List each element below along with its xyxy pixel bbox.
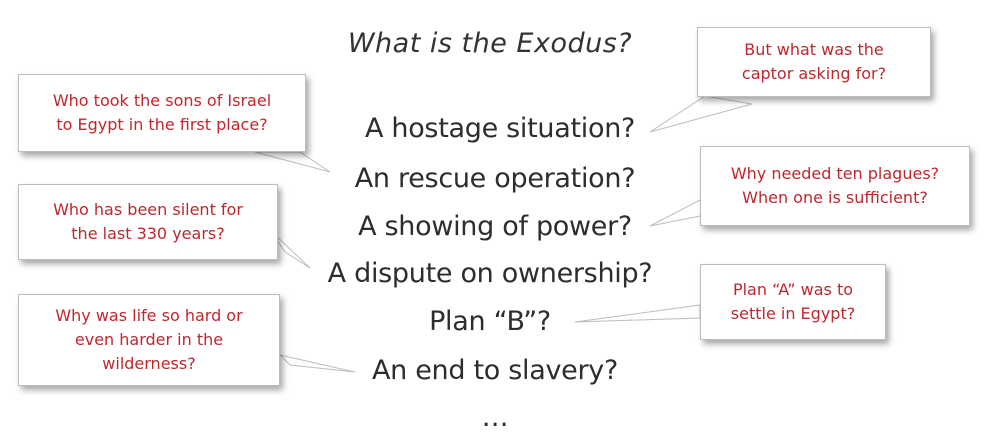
callout-line: even harder in the — [74, 330, 224, 349]
callout-plan-a: Plan “A” was to settle in Egypt? — [700, 264, 886, 340]
callout-line: the last 330 years? — [71, 224, 225, 243]
question-rescue: An rescue operation? — [354, 163, 636, 194]
callout-line: Who has been silent for — [53, 200, 243, 219]
question-plan-b: Plan “B”? — [429, 306, 551, 337]
callout-plagues: Why needed ten plagues? When one is suff… — [700, 146, 970, 226]
pointer-planA — [574, 304, 701, 323]
question-power: A showing of power? — [358, 211, 632, 242]
callout-line: settle in Egypt? — [730, 304, 856, 323]
pointer-life — [278, 354, 356, 373]
pointer-sons — [254, 151, 331, 173]
callout-captor: But what was the captor asking for? — [697, 27, 931, 97]
callout-line: Why was life so hard or — [55, 306, 243, 325]
callout-life: Why was life so hard or even harder in t… — [18, 294, 280, 386]
callout-silent: Who has been silent for the last 330 yea… — [18, 184, 278, 260]
callout-line: captor asking for? — [741, 64, 887, 83]
question-slavery: An end to slavery? — [371, 355, 618, 386]
callout-line: But what was the — [744, 40, 884, 59]
callout-line: Why needed ten plagues? — [730, 164, 940, 183]
question-ownership: A dispute on ownership? — [327, 258, 653, 289]
callout-line: to Egypt in the first place? — [56, 115, 268, 134]
page-title: What is the Exodus? — [347, 28, 633, 59]
callout-line: Who took the sons of Israel — [52, 91, 272, 110]
callout-line: wilderness? — [102, 354, 196, 373]
callout-line: Plan “A” was to — [732, 280, 854, 299]
pointer-captor — [649, 95, 753, 133]
question-ellipsis: … — [481, 402, 509, 433]
callout-line: When one is sufficient? — [742, 188, 928, 207]
question-hostage: A hostage situation? — [364, 113, 636, 144]
callout-sons: Who took the sons of Israel to Egypt in … — [18, 74, 306, 152]
